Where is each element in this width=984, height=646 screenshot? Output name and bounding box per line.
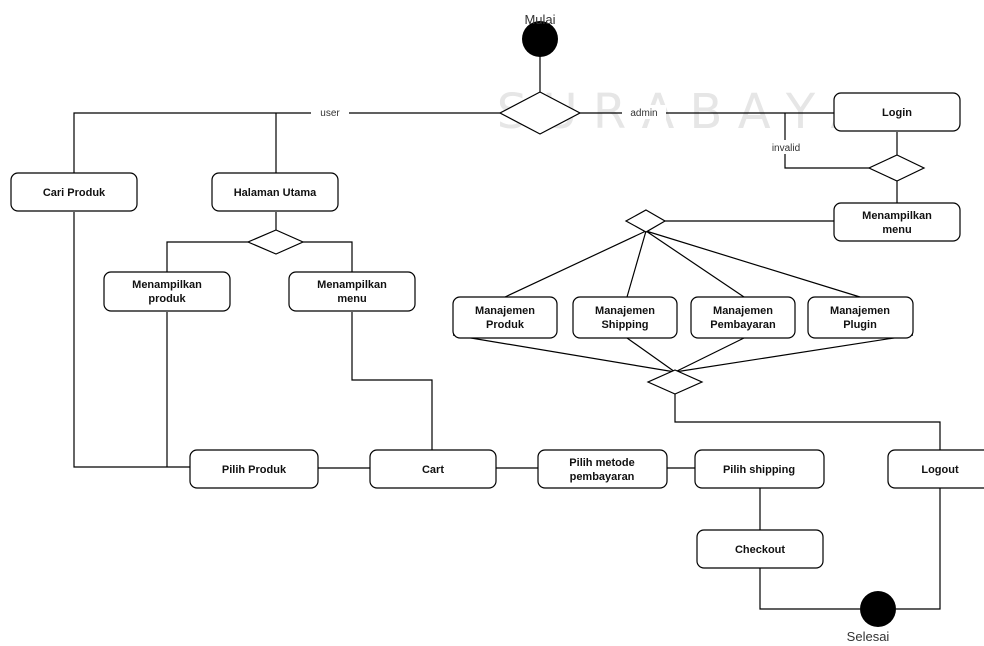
node-cart: Cart bbox=[369, 449, 497, 489]
node-tampil-produk-line1: Menampilkan bbox=[132, 279, 202, 291]
node-tampil-produk: Menampilkan produk bbox=[103, 271, 231, 312]
node-manajemen-plugin: Manajemen Plugin bbox=[807, 296, 914, 339]
node-pilih-produk: Pilih Produk bbox=[189, 449, 319, 489]
connector-fork-menu bbox=[303, 241, 353, 272]
end-label: Selesai bbox=[847, 629, 890, 644]
node-pilih-shipping: Pilih shipping bbox=[694, 449, 825, 489]
node-manajemen-plugin-line2: Plugin bbox=[843, 319, 877, 331]
node-manajemen-plugin-line1: Manajemen bbox=[830, 305, 890, 317]
edge-label-bg bbox=[760, 140, 812, 154]
node-manajemen-shipping-line1: Manajemen bbox=[595, 305, 655, 317]
fork-home bbox=[246, 229, 305, 255]
node-login: Login bbox=[833, 92, 961, 132]
node-manajemen-produk: Manajemen Produk bbox=[452, 296, 558, 339]
node-logout-label: Logout bbox=[921, 464, 959, 476]
node-logout: Logout bbox=[887, 449, 984, 489]
node-halaman-utama-label: Halaman Utama bbox=[234, 187, 317, 199]
connector-fork-produk bbox=[166, 241, 248, 272]
edge-label-user: user bbox=[320, 108, 340, 119]
node-tampil-menu-line2: menu bbox=[337, 293, 366, 305]
fork-admin bbox=[624, 209, 667, 233]
node-tampil-menu: Menampilkan menu bbox=[288, 271, 416, 312]
node-tampil-menu-line1: Menampilkan bbox=[317, 279, 387, 291]
node-tampil-produk-line2: produk bbox=[148, 293, 186, 305]
edge-label-bg bbox=[622, 105, 666, 119]
end-node bbox=[860, 591, 896, 627]
node-cari-produk-label: Cari Produk bbox=[43, 187, 106, 199]
edge-label-admin: admin bbox=[630, 108, 657, 119]
connector-user bbox=[73, 112, 500, 173]
edge-label-invalid: invalid bbox=[772, 143, 800, 154]
node-admin-menu-line1: Menampilkan bbox=[862, 210, 932, 222]
node-admin-menu: Menampilkan menu bbox=[833, 202, 961, 242]
node-checkout-label: Checkout bbox=[735, 544, 785, 556]
node-manajemen-shipping: Manajemen Shipping bbox=[572, 296, 678, 339]
connector-invalid bbox=[784, 113, 869, 169]
node-pilih-metode-line2: pembayaran bbox=[570, 471, 635, 483]
node-pilih-metode-line1: Pilih metode bbox=[569, 457, 634, 469]
node-admin-menu-line2: menu bbox=[882, 224, 911, 236]
connector-fork-management bbox=[504, 230, 861, 298]
decision-login bbox=[867, 154, 926, 182]
start-node bbox=[522, 21, 558, 57]
node-checkout: Checkout bbox=[696, 529, 824, 569]
node-manajemen-shipping-line2: Shipping bbox=[601, 319, 648, 331]
connector-cari-pilih bbox=[73, 212, 190, 468]
node-manajemen-produk-line2: Produk bbox=[486, 319, 525, 331]
node-manajemen-pembayaran-line1: Manajemen bbox=[713, 305, 773, 317]
connectors bbox=[73, 52, 941, 610]
node-pilih-produk-label: Pilih Produk bbox=[222, 464, 287, 476]
join-admin bbox=[646, 369, 704, 395]
node-manajemen-pembayaran-line2: Pembayaran bbox=[710, 319, 776, 331]
connector-join-logout bbox=[674, 393, 941, 451]
edge-label-bg bbox=[311, 105, 349, 119]
start-label: Mulai bbox=[524, 12, 555, 27]
connector-checkout-end bbox=[759, 567, 860, 610]
node-pilih-metode: Pilih metode pembayaran bbox=[537, 449, 668, 489]
node-cari-produk: Cari Produk bbox=[10, 172, 138, 212]
connector-logout-end bbox=[896, 487, 941, 610]
connector-management-join bbox=[452, 334, 914, 373]
connector-menu-cart bbox=[351, 312, 433, 450]
node-halaman-utama: Halaman Utama bbox=[211, 172, 339, 212]
node-manajemen-produk-line1: Manajemen bbox=[475, 305, 535, 317]
decision-user-admin bbox=[498, 91, 582, 135]
node-manajemen-pembayaran: Manajemen Pembayaran bbox=[690, 296, 796, 339]
node-pilih-shipping-label: Pilih shipping bbox=[723, 464, 795, 476]
node-cart-label: Cart bbox=[422, 464, 444, 476]
node-login-label: Login bbox=[882, 107, 912, 119]
